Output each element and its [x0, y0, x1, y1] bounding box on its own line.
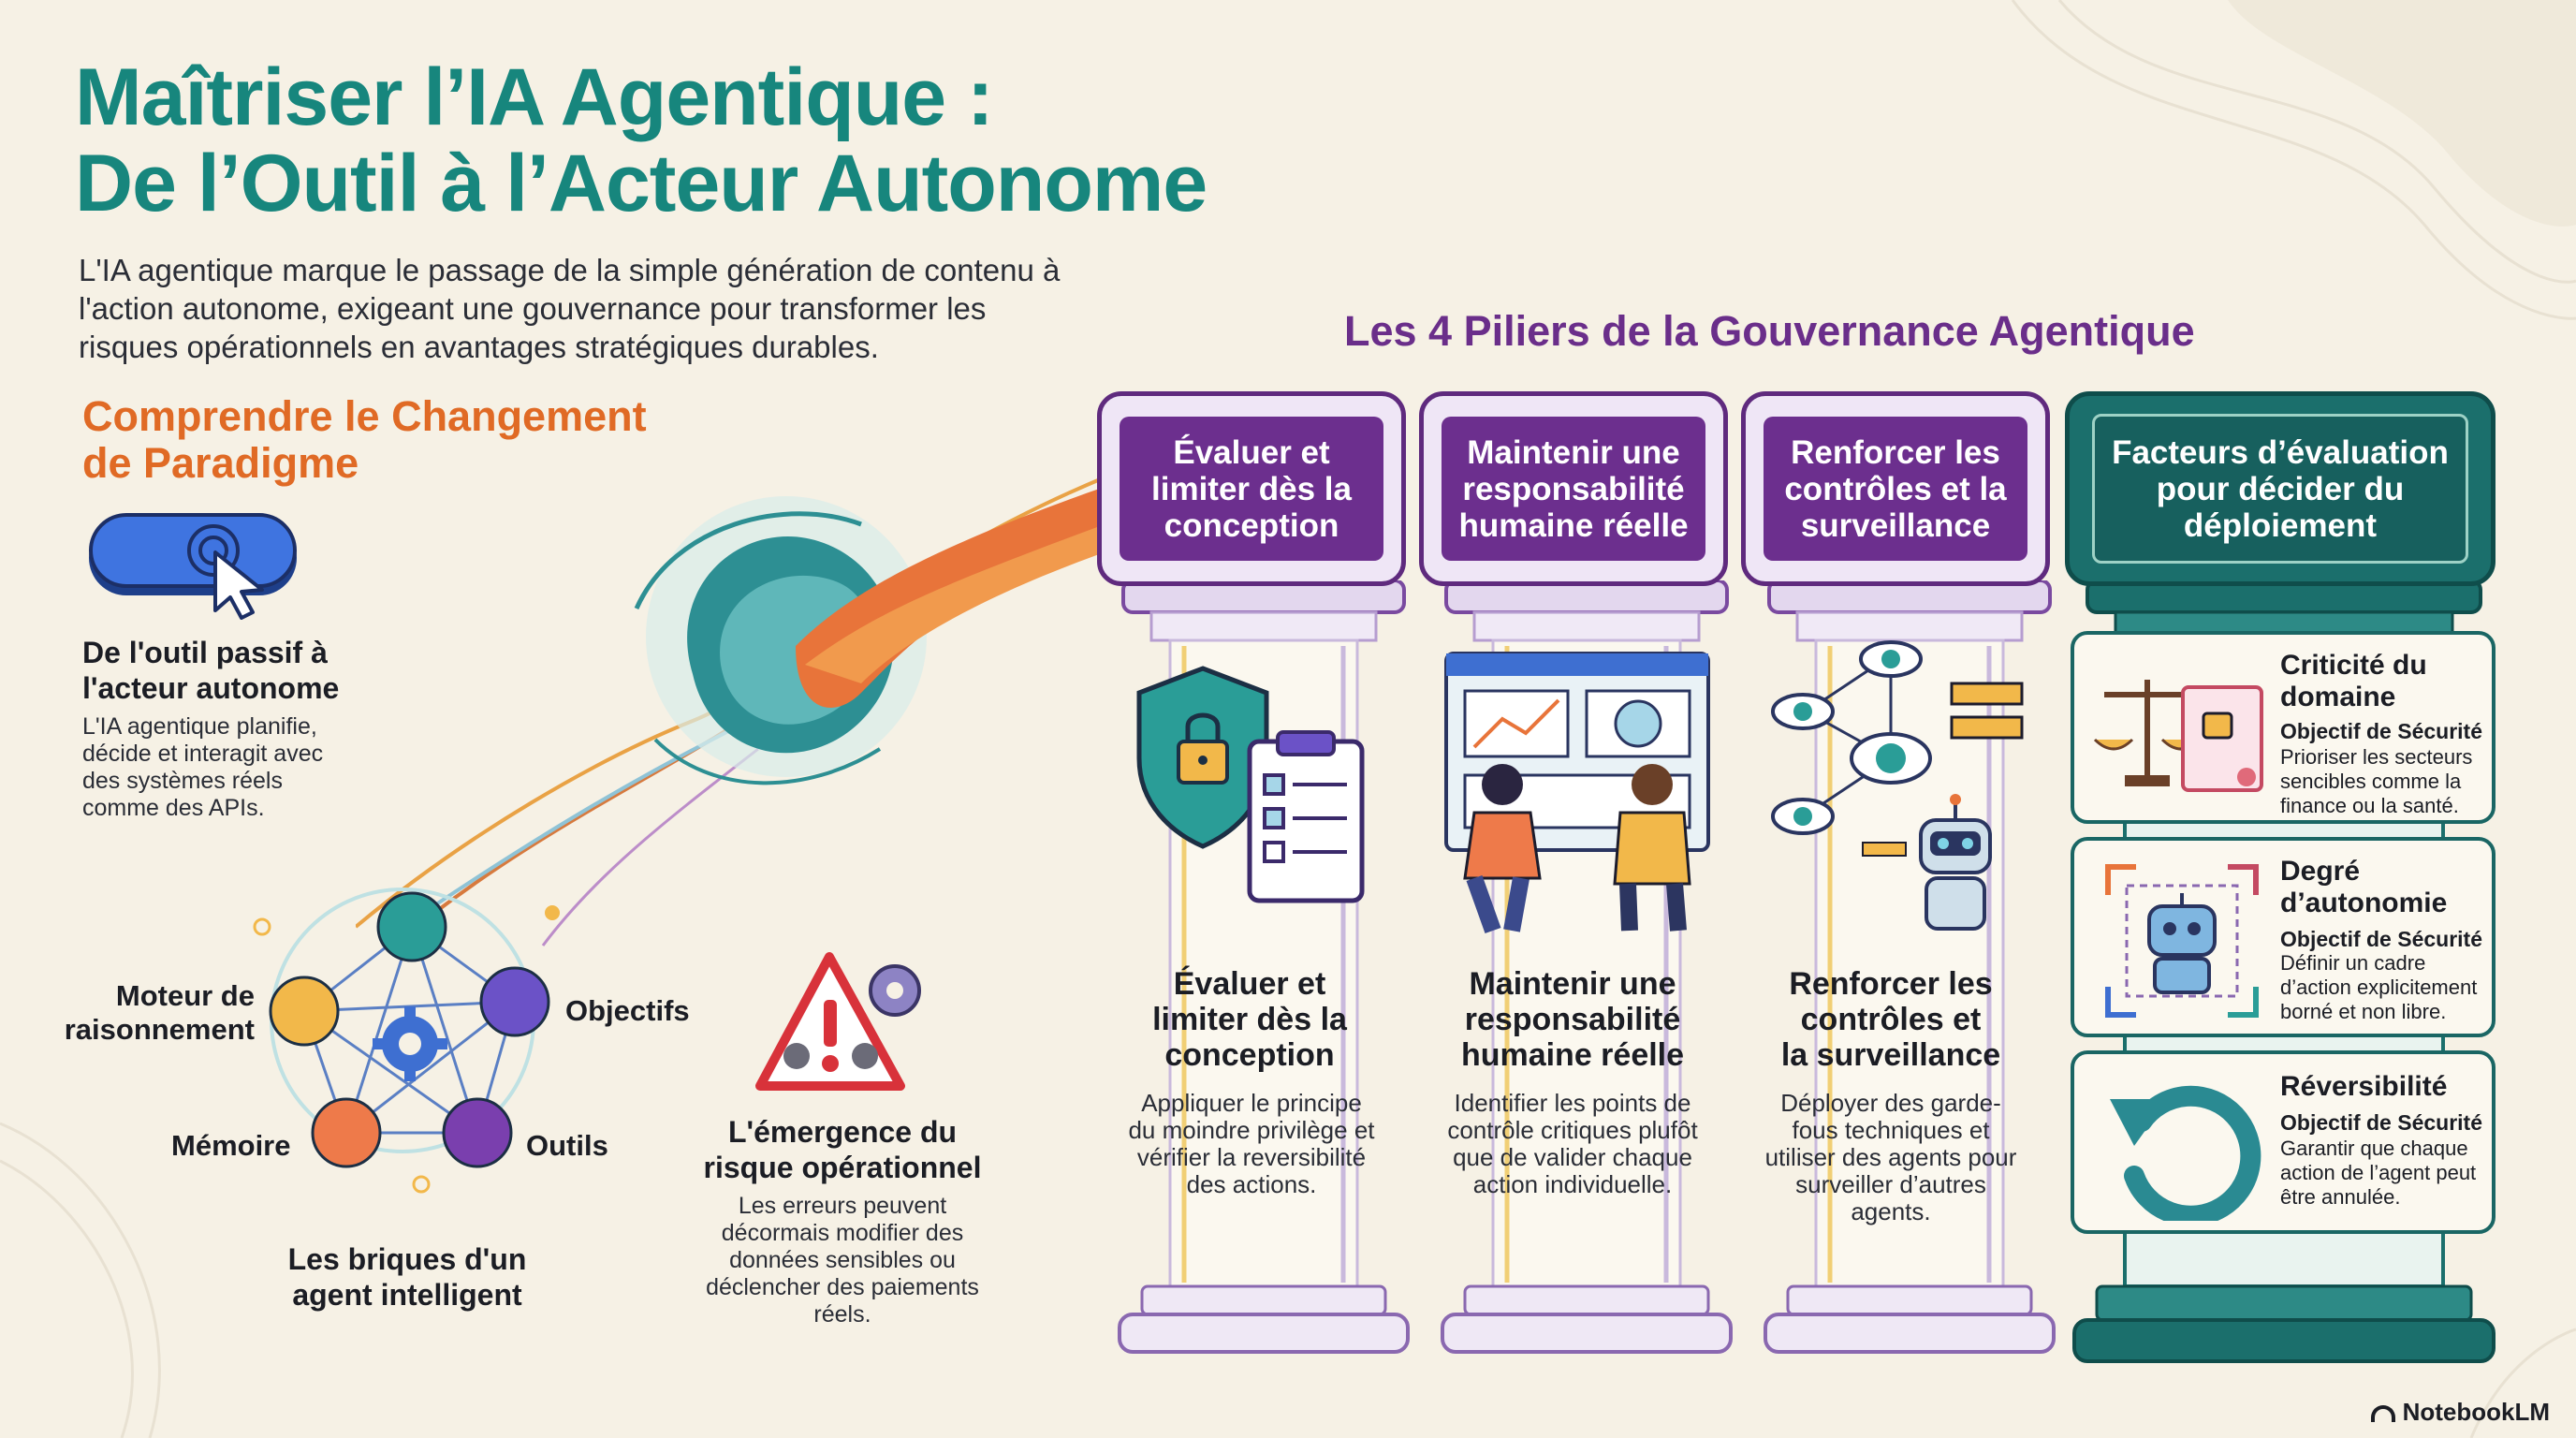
notebooklm-icon — [2370, 1405, 2395, 1423]
pillar-1-header: Évaluer et limiter dès la conception — [1097, 391, 1406, 586]
pillar-3-heading-3: la surveillance — [1780, 1037, 2001, 1073]
people-dashboard-icon — [1444, 652, 1710, 934]
paradigm-section-title: Comprendre le Changement de Paradigme — [82, 393, 647, 487]
undo-arrow-icon — [2110, 1085, 2261, 1221]
risk-block: L'émergence du risque opérationnel Les e… — [683, 1114, 1002, 1328]
pillar-3-body: Déployer des garde-fous techniques et ut… — [1764, 1089, 2017, 1225]
factor-1-subtitle: Objectif de Sécurité — [2280, 719, 2483, 743]
pillar-2-header: Maintenir une responsabilité humaine rée… — [1419, 391, 1728, 586]
intro-paragraph: L'IA agentique marque le passage de la s… — [79, 253, 1061, 364]
cursor-click-icon — [187, 524, 264, 620]
pillar-3-heading-2: contrôles et — [1800, 1002, 1982, 1037]
paradigm-title-line-2: de Paradigme — [82, 439, 359, 487]
bricks-heading: Les briques d'un agent intelligent — [253, 1241, 562, 1313]
node-tools: Outils — [526, 1129, 608, 1162]
barrier-icon — [1950, 682, 2024, 740]
click-button-icon — [89, 513, 297, 588]
pillar-1-heading-3: conception — [1164, 1037, 1335, 1073]
factors-header-text: Facteurs d’évaluation pour décider du dé… — [2092, 413, 2468, 565]
pillars-section-title: Les 4 Piliers de la Gouvernance Agentiqu… — [1344, 307, 2195, 355]
node-reasoning-engine: Moteur de raisonnement — [58, 979, 255, 1047]
paradigm-title-line-1: Comprendre le Changement — [82, 392, 647, 440]
title-line-1: Maîtriser l’IA Agentique : — [75, 52, 994, 142]
pillar-1-heading-2: limiter dès la — [1152, 1002, 1347, 1037]
pillar-3-heading: Renforcer les contrôles et la surveillan… — [1760, 966, 2022, 1073]
factor-card-domain-criticality: Criticité du domaine Objectif de Sécurit… — [2071, 631, 2496, 824]
risk-body: Les erreurs peuvent décormais modifier d… — [706, 1193, 979, 1328]
pillar-2-heading-1: Maintenir une — [1469, 966, 1676, 1002]
factor-2-body: Définir un cadre d’action explicitement … — [2280, 951, 2478, 1023]
warning-icon — [755, 952, 921, 1091]
agentic-flow-illustration — [356, 476, 1105, 947]
pillar-1-body: Appliquer le principe du moindre privilè… — [1128, 1089, 1375, 1198]
factor-3-title: Réversibilité — [2280, 1071, 2447, 1103]
factor-3-subtitle: Objectif de Sécurité — [2280, 1110, 2483, 1135]
gear-icon — [373, 1006, 447, 1081]
pillar-1-heading-1: Évaluer et — [1173, 966, 1326, 1002]
pillar-2-heading-2: responsabilité — [1464, 1002, 1681, 1037]
factors-header: Facteurs d’évaluation pour décider du dé… — [2065, 391, 2496, 586]
passive-to-autonomous-block: De l'outil passif à l'acteur autonome L'… — [82, 635, 419, 822]
scales-document-icon — [2093, 680, 2263, 792]
factor-2-title-1: Degré — [2280, 856, 2361, 887]
robot-frame-icon — [2105, 864, 2259, 1018]
shield-lock-icon — [1136, 666, 1365, 903]
robot-icon — [1919, 794, 1992, 931]
factor-card-autonomy-degree: Degré d’autonomie Objectif de Sécurité D… — [2071, 837, 2496, 1037]
bricks-heading-1: Les briques d'un — [287, 1242, 527, 1276]
passive-heading-2: l'acteur autonome — [82, 671, 340, 705]
passive-heading-1: De l'outil passif à — [82, 636, 328, 669]
factor-1-title-2: domaine — [2280, 682, 2396, 712]
factor-1-body: Prioriser les secteurs sencibles comme l… — [2280, 745, 2473, 817]
pillar-1-header-text: Évaluer et limiter dès la conception — [1120, 416, 1383, 562]
title-line-2: De l’Outil à l’Acteur Autonome — [75, 139, 1208, 228]
passive-body: L'IA agentique planifie, décide et inter… — [82, 713, 324, 821]
node-objectives: Objectifs — [565, 994, 690, 1027]
agent-components-network — [253, 888, 550, 1194]
node-memory: Mémoire — [171, 1129, 291, 1162]
notebooklm-logo: NotebookLM — [2370, 1398, 2550, 1427]
pillar-3-header: Renforcer les contrôles et la surveillan… — [1741, 391, 2050, 586]
node-reasoning-line-2: raisonnement — [64, 1013, 255, 1046]
factor-2-title: Degré d’autonomie — [2280, 856, 2447, 919]
pillar-2-header-text: Maintenir une responsabilité humaine rée… — [1442, 416, 1705, 562]
factor-1-title-1: Criticité du — [2280, 650, 2427, 681]
factor-card-reversibility: Réversibilité Objectif de Sécurité Garan… — [2071, 1050, 2496, 1234]
risk-heading-2: risque opérationnel — [703, 1151, 982, 1184]
pillar-2-heading: Maintenir une responsabilité humaine rée… — [1442, 966, 1704, 1073]
factor-1-title: Criticité du domaine — [2280, 650, 2427, 713]
node-reasoning-line-1: Moteur de — [115, 979, 255, 1012]
pillar-2-heading-3: humaine réelle — [1460, 1037, 1685, 1073]
pillar-3-heading-1: Renforcer les — [1789, 966, 1993, 1002]
factor-3-title-1: Réversibilité — [2280, 1071, 2448, 1102]
surveillance-eyes-robot-icon — [1771, 640, 2024, 931]
factor-2-subtitle: Objectif de Sécurité — [2280, 927, 2483, 951]
factor-3-body: Garantir que chaque action de l’agent pe… — [2280, 1137, 2477, 1209]
pillar-1-heading: Évaluer et limiter dès la conception — [1123, 966, 1376, 1073]
pillar-3-header-text: Renforcer les contrôles et la surveillan… — [1764, 416, 2027, 562]
notebooklm-label: NotebookLM — [2402, 1398, 2550, 1426]
pillar-2-body: Identifier les points de contrôle critiq… — [1447, 1089, 1698, 1198]
factor-2-title-2: d’autonomie — [2280, 888, 2448, 918]
page-title: Maîtriser l’IA Agentique : De l’Outil à … — [75, 52, 1208, 228]
bricks-heading-2: agent intelligent — [292, 1278, 522, 1312]
clipboard-checklist-icon — [1247, 730, 1365, 903]
risk-heading-1: L'émergence du — [727, 1115, 958, 1149]
